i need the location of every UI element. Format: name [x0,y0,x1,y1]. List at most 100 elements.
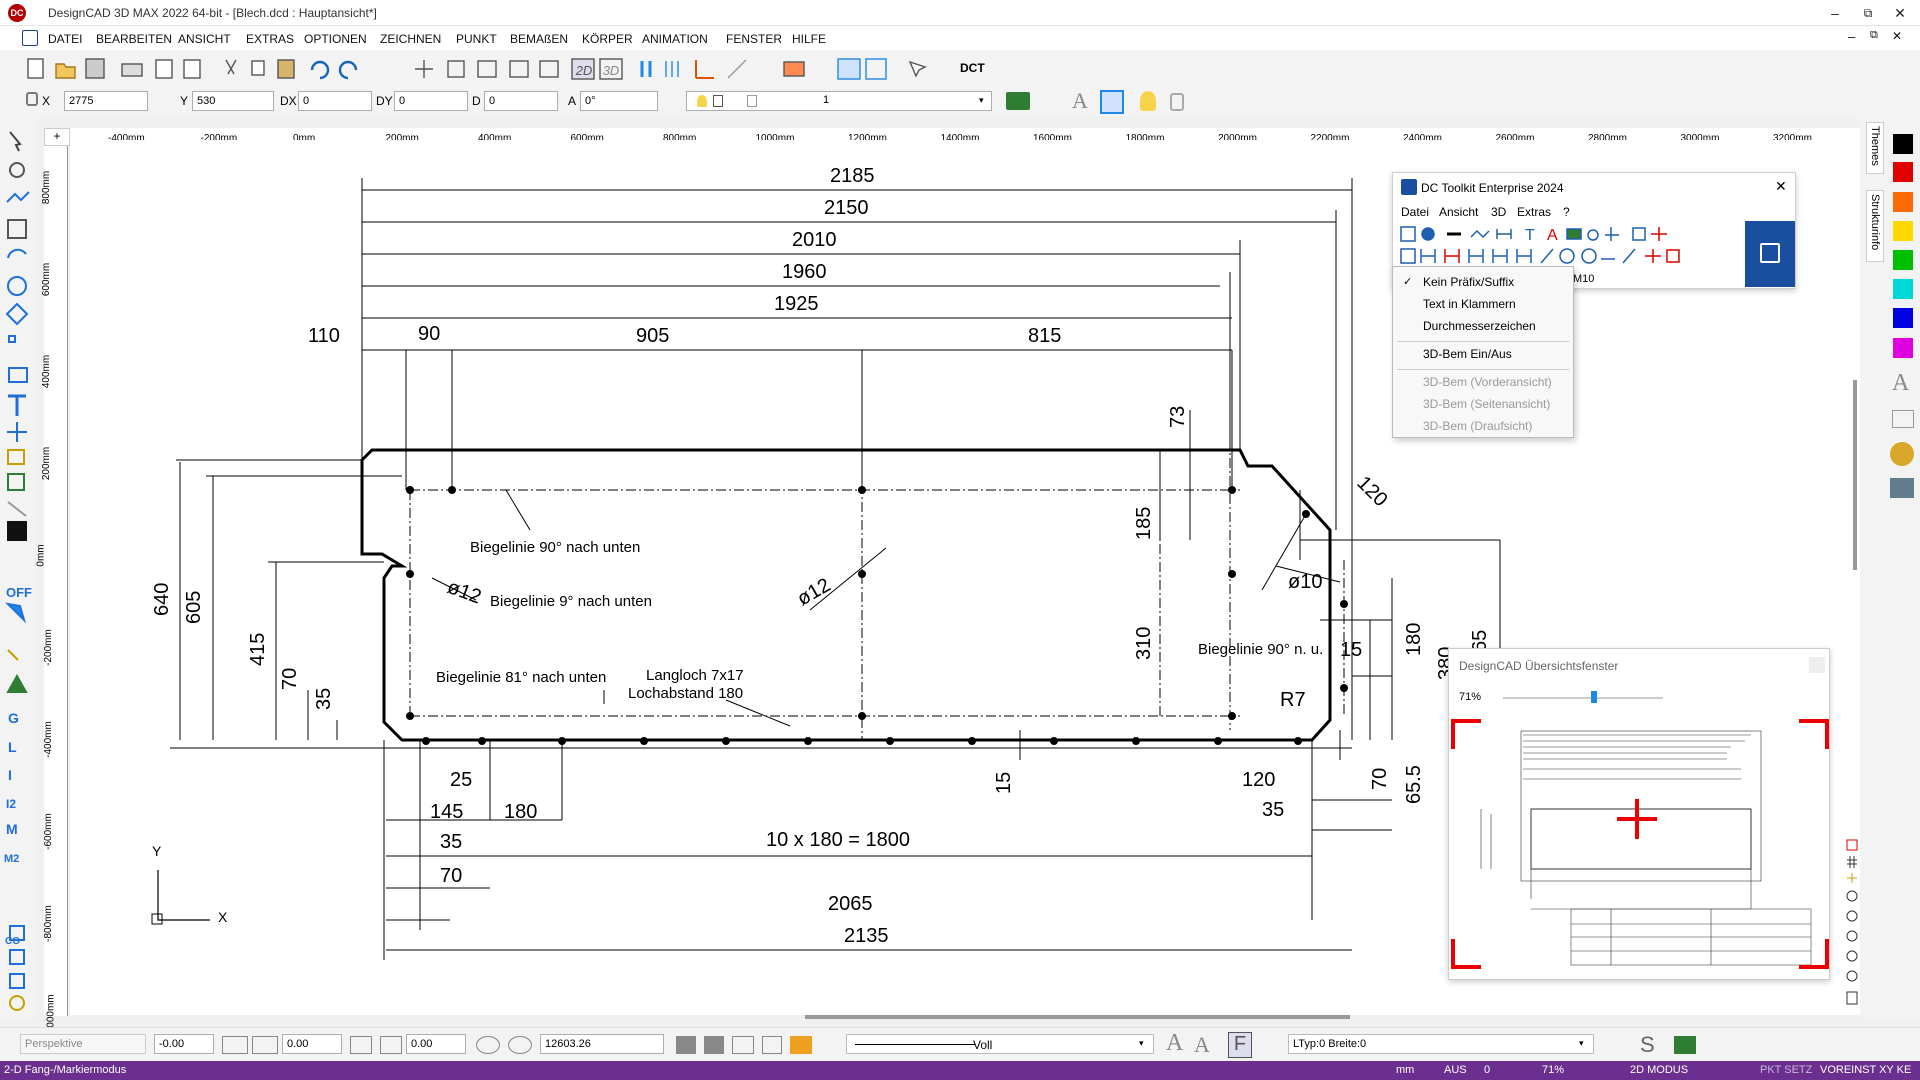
menu-bearbeiten[interactable]: BEARBEITEN [96,32,173,46]
copy-style-icon[interactable] [1100,90,1124,114]
zoom-in-icon[interactable] [1846,910,1858,922]
crosshair-icon[interactable] [7,422,27,442]
dct-menu-3d[interactable]: 3D [1491,205,1507,219]
menu-item-3d-bem[interactable]: 3D-Bem Ein/Aus [1423,347,1512,361]
text-size-icon[interactable]: A [1072,88,1088,113]
print-preview-icon[interactable] [155,59,173,79]
drawing-svg[interactable]: 2185 2150 2010 1960 1925 110 90 905 815 … [70,140,1860,1015]
overview-zoom-slider[interactable] [1503,691,1663,703]
trowel-icon[interactable] [1038,92,1064,110]
axis-icon[interactable] [695,60,714,79]
dct-menu-ansicht[interactable]: Ansicht [1439,205,1479,219]
layer-select[interactable]: 1 ▾ [686,91,992,111]
padlock-icon[interactable] [1170,93,1184,111]
polygon-icon[interactable] [5,302,29,326]
brush-icon[interactable] [1892,410,1914,428]
close-view-icon[interactable] [1846,839,1858,851]
snap-cg-icon[interactable] [9,973,25,989]
array-icon[interactable] [539,60,559,78]
box-icon[interactable] [7,219,27,239]
menu-fenster[interactable]: FENSTER [726,32,783,46]
menu-animation[interactable]: ANIMATION [642,32,708,46]
select-icon[interactable] [783,61,805,77]
menu-extras[interactable]: EXTRAS [246,32,295,46]
color-cyan[interactable] [1893,279,1913,299]
grid-view-icon[interactable] [1847,856,1857,868]
new-file-icon[interactable] [27,58,44,79]
fill-icon[interactable] [7,473,25,491]
camera-icon[interactable] [790,1036,812,1054]
color-blue[interactable] [1893,308,1913,328]
menu-punkt[interactable]: PUNKT [456,32,497,46]
tilt-down-icon[interactable] [380,1036,402,1054]
document-icon[interactable] [22,30,38,46]
zoom-out-icon[interactable] [1846,950,1858,962]
text-larger-icon[interactable]: A [1166,1030,1184,1056]
vertical-scrollbar[interactable] [1853,380,1857,570]
close-button[interactable]: ✕ [1894,5,1906,21]
snap-view-icon[interactable] [1847,873,1857,883]
line-width-select[interactable]: LTyp:0 Breite:0 ▾ [1288,1034,1594,1054]
snap-m2-label[interactable]: M2 [4,853,19,865]
menu-zeichnen[interactable]: ZEICHNEN [380,32,442,46]
bulb-icon[interactable] [1140,91,1156,111]
menu-koerper[interactable]: KÖRPER [582,32,633,46]
dct-menu-datei[interactable]: Datei [1401,205,1430,219]
distance-input[interactable] [540,1034,664,1054]
measure-icon[interactable] [727,59,747,79]
font-style-icon[interactable]: F [1228,1032,1252,1058]
rotation-z-input[interactable] [406,1034,466,1054]
palette-icon[interactable] [1890,442,1914,466]
zoom-all-icon[interactable] [1846,970,1858,982]
status-aus[interactable]: AUS [1444,1064,1467,1076]
redo-icon[interactable] [338,60,358,80]
menu-datei[interactable]: DATEI [48,32,83,46]
overview-slider-thumb[interactable] [1591,691,1597,703]
zoom-window-icon[interactable] [1846,890,1858,902]
tab-themes[interactable]: Themes [1866,122,1884,174]
a-input[interactable] [580,91,658,111]
menu-item-kein-praefix[interactable]: Kein Präfix/Suffix [1423,275,1515,289]
trowel-icon[interactable] [1606,1036,1632,1054]
status-2d-mode[interactable]: 2D MODUS [1630,1064,1689,1076]
dct-save-button[interactable] [1745,221,1795,287]
tab-strukturinfo[interactable]: Strukturinfo [1866,190,1884,262]
page-view-icon[interactable] [1846,991,1858,1005]
circle-icon[interactable] [7,276,27,296]
y-input[interactable] [192,91,274,111]
snap-arrow-icon[interactable] [5,602,27,624]
view-mode-select[interactable]: Perspektive [20,1034,146,1054]
page-setup-icon[interactable] [183,59,201,79]
menu-item-text-in-klammern[interactable]: Text in Klammern [1423,297,1516,311]
mirror-icon[interactable] [509,60,529,78]
grid-points-icon[interactable] [8,335,16,343]
ruler-corner[interactable]: + [44,128,70,146]
snap-i-label[interactable]: I [8,767,12,783]
x-input[interactable] [64,91,148,111]
zoom-plus-icon[interactable] [1846,930,1858,942]
overview-close-button[interactable] [1809,657,1825,673]
menu-optionen[interactable]: OPTIONEN [304,32,367,46]
color-magenta[interactable] [1893,338,1913,358]
dx-input[interactable] [298,91,372,111]
polyline-icon[interactable] [6,191,30,203]
line-style-icon[interactable] [7,501,27,517]
color-yellow[interactable] [1893,221,1913,241]
snap-grid-icon[interactable] [9,925,25,941]
move-icon[interactable] [415,60,433,78]
tilt-up-icon[interactable] [350,1036,372,1054]
font-icon[interactable]: A [1892,370,1910,396]
rotate-icon[interactable] [447,60,465,78]
undo-icon[interactable] [310,60,330,80]
dct-button[interactable]: DCT [960,61,985,75]
maximize-button[interactable]: ⧉ [1863,6,1873,20]
menu-item-durchmesserzeichen[interactable]: Durchmesserzeichen [1423,319,1536,333]
hatch-icon[interactable] [7,449,25,465]
zoom-icon[interactable] [9,162,25,178]
doc-close-button[interactable]: ✕ [1892,29,1903,43]
3d-icon[interactable] [599,58,623,80]
dct-close-button[interactable]: ✕ [1775,178,1787,194]
help-icon[interactable] [908,60,927,78]
print-icon[interactable] [121,63,143,77]
lock-icon[interactable] [26,92,38,106]
